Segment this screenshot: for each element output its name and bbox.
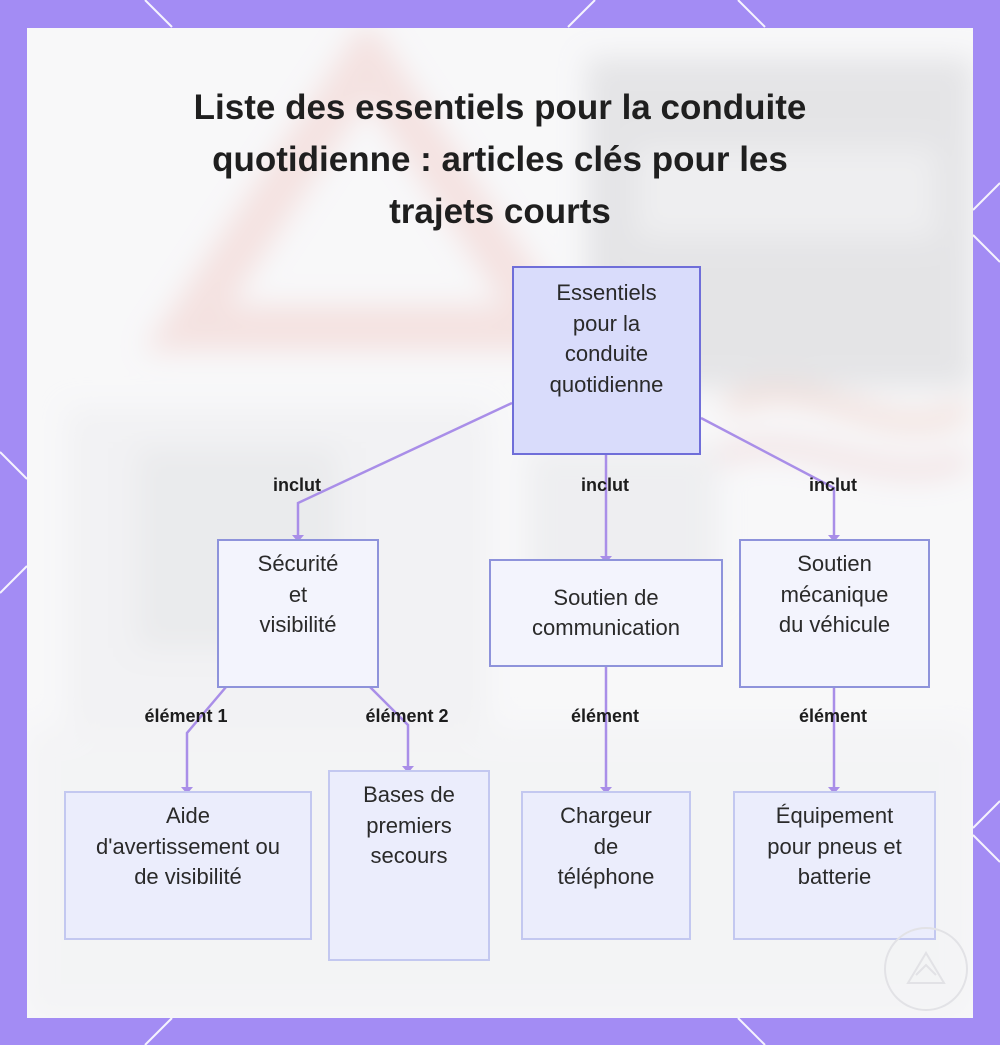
edge-label-communication-charger: élément [570,706,640,726]
edge-arrow [828,787,840,794]
node-warning-aid-label: Aide d'avertissement ou de visibilité [96,803,280,889]
edge-root-mechanical [700,416,836,540]
edge-arrow [402,766,414,773]
edge-label-mechanical-tire: élément [798,706,868,726]
node-communication-label: Soutien de communication [532,584,680,641]
edge-root-safety [296,401,513,540]
watermark-logo-icon [884,927,968,1011]
node-first-aid: Bases de premiers secours [328,770,490,961]
edge-label-root-safety: inclut [273,475,321,495]
edge-safety-warning [185,686,227,792]
node-safety: Sécurité et visibilité [217,539,379,688]
edge-safety-firstaid [369,686,410,771]
edge-arrow [292,535,304,542]
page-title: Liste des essentiels pour la conduite qu… [193,88,807,231]
node-tire-battery-label: Équipement pour pneus et batterie [767,803,902,889]
node-first-aid-label: Bases de premiers secours [363,782,455,868]
content-panel: Liste des essentiels pour la conduite qu… [27,28,973,1018]
node-root: Essentiels pour la conduite quotidienne [512,266,701,455]
node-mechanical-label: Soutien mécanique du véhicule [778,551,891,637]
node-tire-battery: Équipement pour pneus et batterie [733,791,936,940]
edge-arrow [600,787,612,794]
edge-label-safety-warning: élément 1 [144,706,228,726]
node-communication: Soutien de communication [489,559,723,667]
edge-arrow [181,787,193,794]
node-phone-charger: Chargeur de téléphone [521,791,691,940]
edge-arrow [828,535,840,542]
node-mechanical: Soutien mécanique du véhicule [739,539,930,688]
diagram-edges [181,401,840,794]
edge-label-safety-firstaid: élément 2 [365,706,449,726]
node-safety-label: Sécurité et visibilité [257,551,339,637]
edge-label-root-communication: inclut [581,475,629,495]
node-phone-charger-label: Chargeur de téléphone [557,803,655,889]
node-root-label: Essentiels pour la conduite quotidienne [549,280,664,397]
edge-label-root-mechanical: inclut [809,475,857,495]
node-warning-aid: Aide d'avertissement ou de visibilité [64,791,312,940]
